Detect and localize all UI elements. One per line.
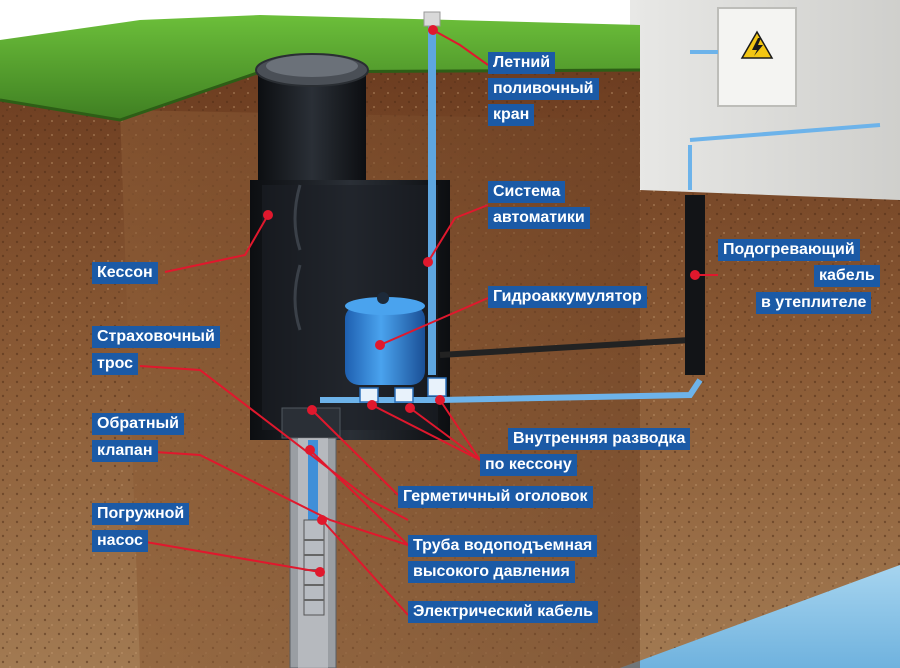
accumulator-tank bbox=[345, 292, 425, 385]
riser-pipe bbox=[308, 440, 318, 530]
label-internal-wiring-line-2: по кессону bbox=[480, 454, 577, 476]
grass-edge bbox=[0, 68, 641, 122]
label-heating-cable-line-1: Подогревающий bbox=[718, 239, 860, 261]
summer-tap-icon bbox=[423, 11, 441, 27]
house-pipes bbox=[688, 50, 881, 190]
label-pump-line-2: насос bbox=[92, 530, 148, 552]
outgoing-pipe bbox=[320, 378, 703, 403]
insulated-riser bbox=[685, 195, 705, 375]
label-check-valve-line-1: Обратный bbox=[92, 413, 184, 435]
label-safety-rope-line-2: трос bbox=[92, 353, 139, 375]
label-pipe-line-2: высокого давления bbox=[408, 561, 575, 583]
label-summer-tap-line-3: кран bbox=[488, 104, 535, 126]
sealed-wellhead bbox=[281, 407, 341, 439]
high-voltage-warning-icon bbox=[740, 30, 774, 59]
tap-pipe bbox=[428, 25, 436, 375]
leader-lines bbox=[139, 25, 718, 616]
submersible-pump bbox=[303, 519, 325, 616]
label-electric-cable: Электрический кабель bbox=[408, 601, 598, 623]
label-pump-line-1: Погружной bbox=[92, 503, 190, 525]
label-check-valve-line-2: клапан bbox=[92, 440, 158, 462]
label-automation-line-2: автоматики bbox=[488, 207, 590, 229]
label-heating-cable-line-2: кабель bbox=[814, 265, 880, 287]
label-safety-rope-line-1: Страховочный bbox=[92, 326, 220, 348]
house-wall bbox=[630, 0, 900, 225]
label-summer-tap-line-1: Летний bbox=[488, 52, 556, 74]
label-heating-cable-line-3: в утеплителе bbox=[756, 292, 872, 314]
label-summer-tap-line-2: поливочный bbox=[488, 78, 599, 100]
label-accumulator: Гидроаккумулятор bbox=[488, 286, 647, 308]
label-automation-line-1: Система bbox=[488, 181, 566, 203]
label-internal-wiring-line-1: Внутренняя разводка bbox=[508, 428, 691, 450]
label-pipe-line-1: Труба водоподъемная bbox=[408, 535, 598, 557]
label-caisson: Кессон bbox=[92, 262, 158, 284]
label-sealed-head: Герметичный оголовок bbox=[398, 486, 593, 508]
